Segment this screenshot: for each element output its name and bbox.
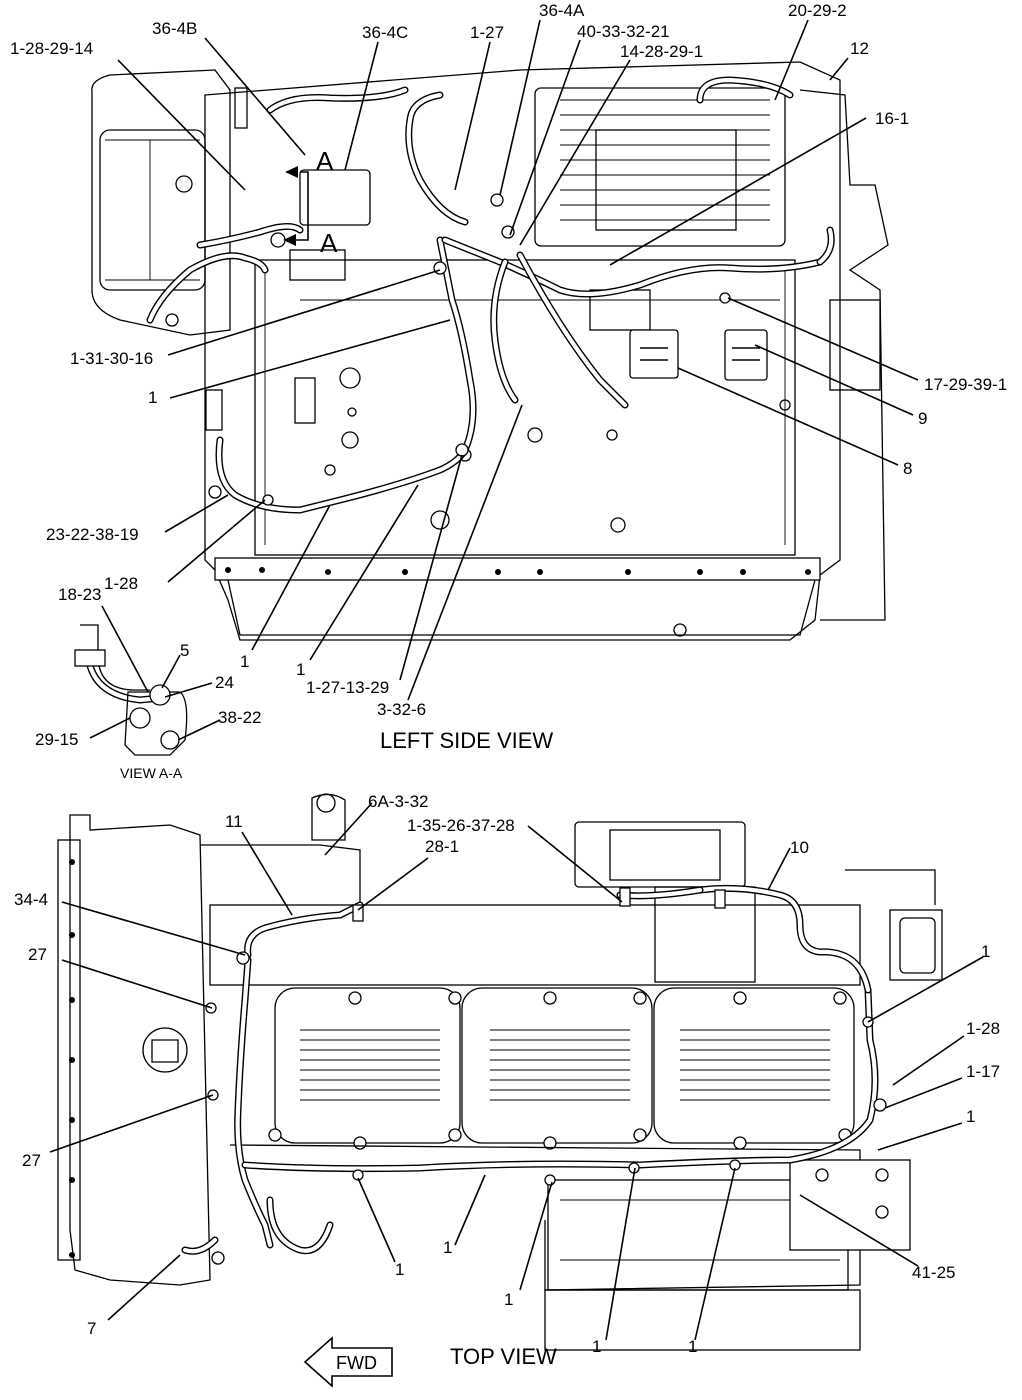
callout-41-25: 41-25 (912, 1263, 955, 1282)
callout-5: 5 (180, 641, 189, 660)
view-aa-title: VIEW A-A (120, 765, 183, 781)
callout-1-28-29-14: 1-28-29-14 (10, 39, 93, 58)
left-view-labels: 1-28-29-14 36-4B 36-4C 1-27 36-4A 40-33-… (10, 1, 1007, 753)
callout-1-17: 1-17 (966, 1062, 1000, 1081)
callout-28-1: 28-1 (425, 837, 459, 856)
callout-20-29-2: 20-29-2 (788, 1, 847, 20)
left-side-view-title: LEFT SIDE VIEW (380, 728, 553, 753)
callout-1-a: 1 (148, 388, 157, 407)
top-view-engine (57, 793, 943, 1351)
callout-29-15: 29-15 (35, 730, 78, 749)
callout-11: 11 (225, 812, 243, 831)
callout-27-b: 27 (22, 1151, 41, 1170)
fwd-arrow: FWD (303, 1336, 393, 1388)
callout-38-22: 38-22 (218, 708, 261, 727)
section-a-marker: A A (283, 146, 338, 258)
callout-14-28-29-1: 14-28-29-1 (620, 42, 703, 61)
callout-1-b2: 1 (443, 1238, 452, 1257)
callout-1-b3: 1 (504, 1290, 513, 1309)
callout-36-4C: 36-4C (362, 23, 408, 42)
callout-40-33-32-21: 40-33-32-21 (577, 22, 670, 41)
callout-27-a: 27 (28, 945, 47, 964)
top-view-labels: 6A-3-32 11 1-35-26-37-28 28-1 10 34-4 27… (14, 792, 1000, 1369)
top-view-harness (181, 884, 887, 1265)
callout-36-4B: 36-4B (152, 19, 197, 38)
callout-1-r2: 1 (966, 1107, 975, 1126)
callout-9: 9 (918, 409, 927, 428)
callout-23-22-38-19: 23-22-38-19 (46, 525, 139, 544)
leader-lines (49, 19, 984, 1341)
left-side-view-engine (91, 61, 889, 641)
callout-3-32-6: 3-32-6 (377, 700, 426, 719)
view-aa-detail (74, 624, 188, 756)
section-a-top: A (316, 146, 334, 176)
top-view-title: TOP VIEW (450, 1344, 557, 1369)
left-view-harness (146, 76, 835, 514)
callout-1-r1: 1 (981, 942, 990, 961)
callout-36-4A: 36-4A (539, 1, 585, 20)
callout-18-23: 18-23 (58, 585, 101, 604)
callout-1-28-top: 1-28 (966, 1019, 1000, 1038)
callout-1-27: 1-27 (470, 23, 504, 42)
callout-1-c: 1 (296, 660, 305, 679)
callout-34-4: 34-4 (14, 890, 48, 909)
callout-8: 8 (903, 459, 912, 478)
callout-1-31-30-16: 1-31-30-16 (70, 349, 153, 368)
callout-17-29-39-1: 17-29-39-1 (924, 375, 1007, 394)
callout-1-b4: 1 (592, 1337, 601, 1356)
callout-1-28: 1-28 (104, 574, 138, 593)
fwd-label: FWD (336, 1353, 377, 1373)
view-aa-labels: 18-23 5 24 38-22 29-15 VIEW A-A (35, 585, 261, 781)
callout-6A-3-32: 6A-3-32 (368, 792, 428, 811)
callout-12: 12 (850, 39, 869, 58)
callout-16-1: 16-1 (875, 109, 909, 128)
callout-1-35-26-37-28: 1-35-26-37-28 (407, 816, 515, 835)
callout-1-b5: 1 (688, 1337, 697, 1356)
callout-10: 10 (790, 838, 809, 857)
callout-1-27-13-29: 1-27-13-29 (306, 678, 389, 697)
callout-24: 24 (215, 673, 234, 692)
callout-7: 7 (87, 1319, 96, 1338)
callout-1-b1: 1 (395, 1260, 404, 1279)
callout-1-b: 1 (240, 652, 249, 671)
section-a-bottom: A (320, 228, 338, 258)
